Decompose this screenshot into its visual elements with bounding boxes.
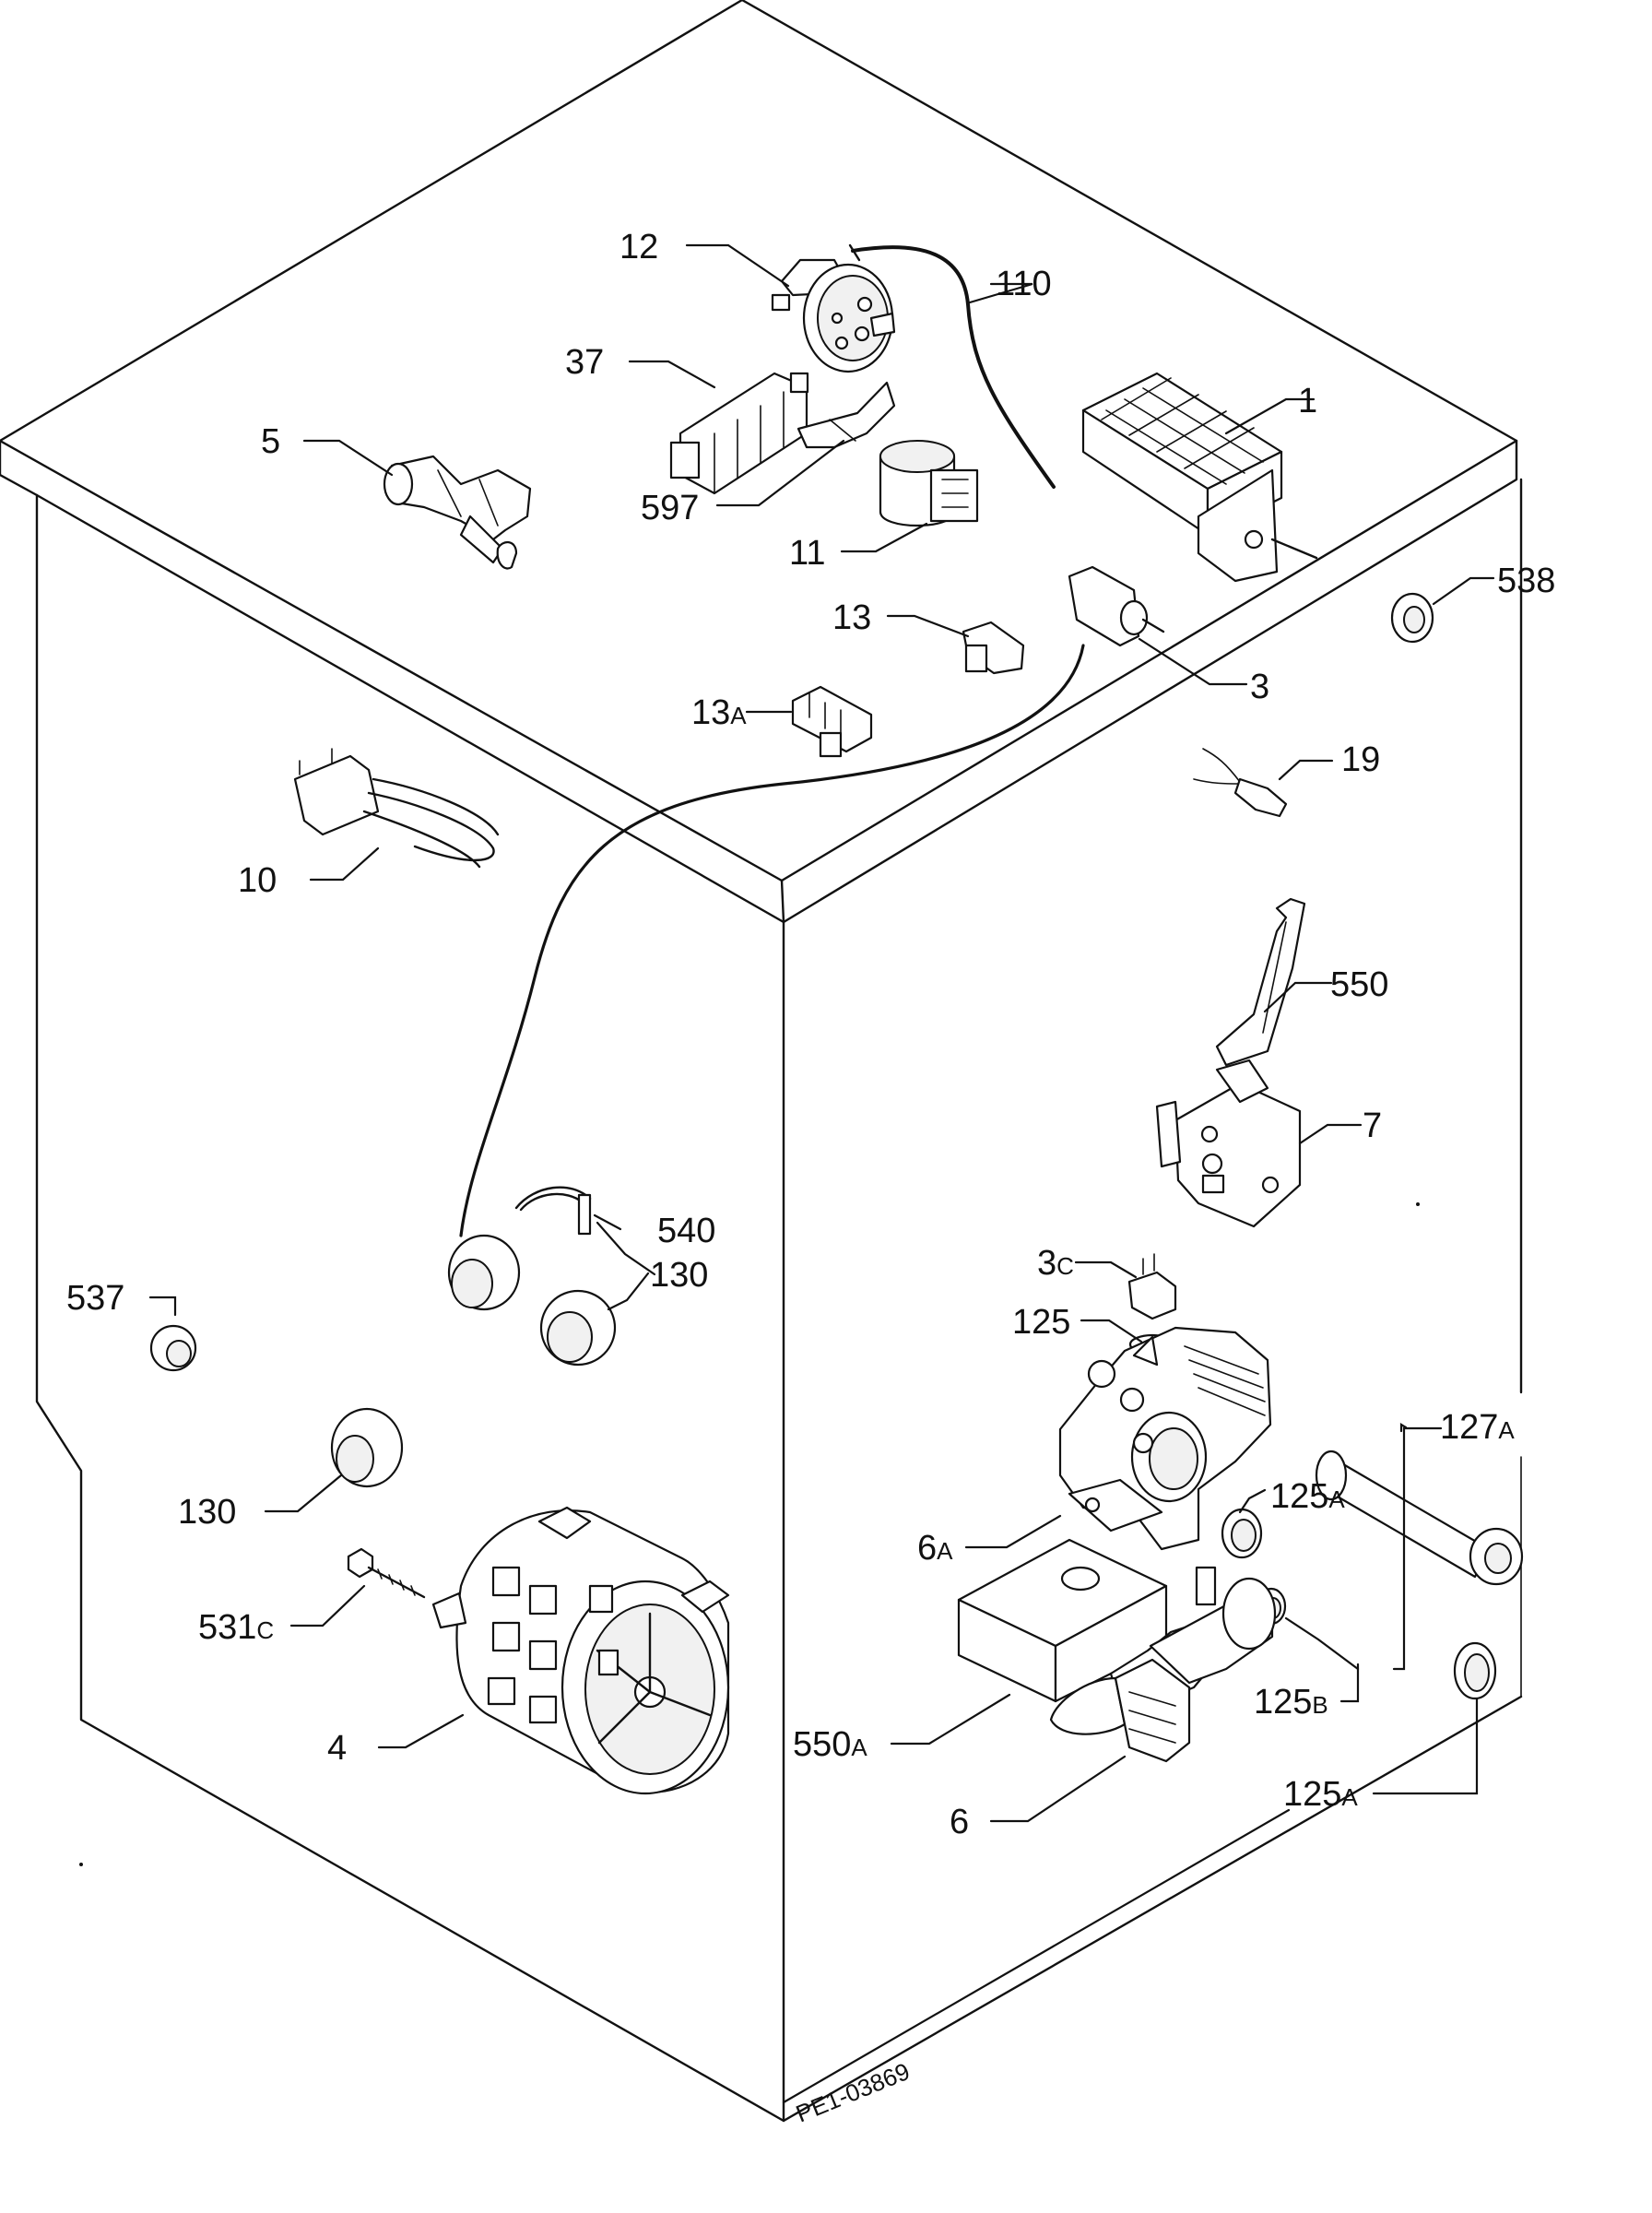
label-127a-number: 127 [1440, 1408, 1498, 1447]
label-125a-upper-number: 125 [1270, 1477, 1328, 1516]
label-6a-number: 6 [917, 1529, 937, 1568]
thermostat-switch-icon [1068, 565, 1165, 647]
part-labels: 12 110 37 1 5 597 11 538 13 3 13A 19 10 … [66, 228, 1555, 1841]
label-5: 5 [261, 422, 280, 461]
label-127a-suffix: A [1498, 1416, 1515, 1444]
heating-element-icon [293, 748, 500, 869]
scan-speck [79, 1863, 83, 1866]
screw-icon [347, 1547, 426, 1599]
label-125b-suffix: B [1312, 1691, 1328, 1719]
grommet-icon [539, 1289, 617, 1367]
label-19: 19 [1341, 740, 1380, 779]
terminal-block-icon [669, 372, 809, 495]
cable-tie-icon [514, 1186, 592, 1236]
label-13a-number: 13 [691, 693, 730, 732]
door-interlock-icon [1155, 1059, 1302, 1228]
label-125a-lower-number: 125 [1283, 1775, 1341, 1814]
connector-block-icon [791, 685, 873, 758]
label-550a-number: 550 [793, 1725, 851, 1764]
label-550a-suffix: A [851, 1734, 867, 1761]
label-10: 10 [238, 861, 277, 900]
label-130-lower: 130 [178, 1493, 236, 1532]
label-11: 11 [789, 534, 825, 573]
label-125: 125 [1012, 1303, 1070, 1342]
gasket-icon [1221, 1508, 1263, 1559]
label-538: 538 [1497, 562, 1555, 600]
label-7: 7 [1363, 1106, 1382, 1145]
label-597: 597 [641, 489, 699, 527]
label-531c-suffix: C [256, 1616, 274, 1644]
label-550a: 550A [793, 1725, 867, 1764]
timer-programmer-icon [1081, 372, 1318, 583]
bushing-icon [1390, 592, 1434, 644]
label-3c: 3C [1037, 1244, 1074, 1283]
scan-speck [1416, 1202, 1420, 1206]
clip-icon [796, 381, 896, 449]
drawing-code: PE1-03869 [792, 2057, 914, 2128]
label-125a-upper-suffix: A [1328, 1485, 1345, 1513]
label-37: 37 [565, 343, 604, 382]
label-531c: 531C [198, 1608, 274, 1647]
label-125b: 125B [1254, 1683, 1328, 1722]
grommet-icon [330, 1407, 404, 1488]
hose-icon [848, 243, 1056, 489]
label-6a-suffix: A [937, 1537, 953, 1565]
label-125a-lower: 125A [1283, 1775, 1358, 1814]
motor-icon [431, 1506, 730, 1795]
drain-pump-icon [1049, 1566, 1277, 1763]
label-125a-upper: 125A [1270, 1477, 1345, 1516]
label-13a-suffix: A [730, 702, 747, 729]
pump-body-icon [1058, 1326, 1272, 1551]
cable-icon [459, 644, 1085, 1237]
grommet-icon [447, 1234, 521, 1311]
label-13: 13 [832, 598, 871, 637]
label-125b-number: 125 [1254, 1683, 1312, 1722]
leader-lines [148, 243, 1495, 2104]
label-12: 12 [620, 228, 658, 266]
cover-box-icon [957, 1538, 1168, 1703]
door-lever-icon [1215, 897, 1306, 1067]
label-3c-number: 3 [1037, 1244, 1056, 1283]
pipe-icon [1315, 1450, 1524, 1586]
gasket-icon [1453, 1641, 1497, 1700]
label-6: 6 [950, 1803, 969, 1841]
label-130-center: 130 [650, 1256, 708, 1295]
ntc-sensor-icon [1193, 748, 1288, 818]
label-125a-lower-suffix: A [1341, 1783, 1358, 1811]
label-4: 4 [327, 1729, 347, 1768]
label-3c-suffix: C [1056, 1252, 1074, 1280]
label-127a: 127A [1440, 1408, 1515, 1447]
label-531c-number: 531 [198, 1608, 256, 1647]
capacitor-icon [879, 440, 979, 527]
pressure-switch-icon [771, 258, 896, 373]
label-1: 1 [1298, 382, 1317, 420]
label-6a: 6A [917, 1529, 953, 1568]
plug-cap-icon [149, 1324, 197, 1372]
label-540: 540 [657, 1212, 715, 1250]
cabinet-outline [0, 0, 1523, 2123]
label-13a: 13A [691, 693, 747, 732]
label-3: 3 [1250, 668, 1269, 706]
label-537: 537 [66, 1279, 124, 1318]
pump-plug-icon [1127, 1253, 1177, 1320]
water-valve-icon [383, 455, 532, 570]
connector-icon [962, 621, 1025, 675]
label-550: 550 [1330, 965, 1388, 1004]
label-110: 110 [996, 265, 1052, 303]
